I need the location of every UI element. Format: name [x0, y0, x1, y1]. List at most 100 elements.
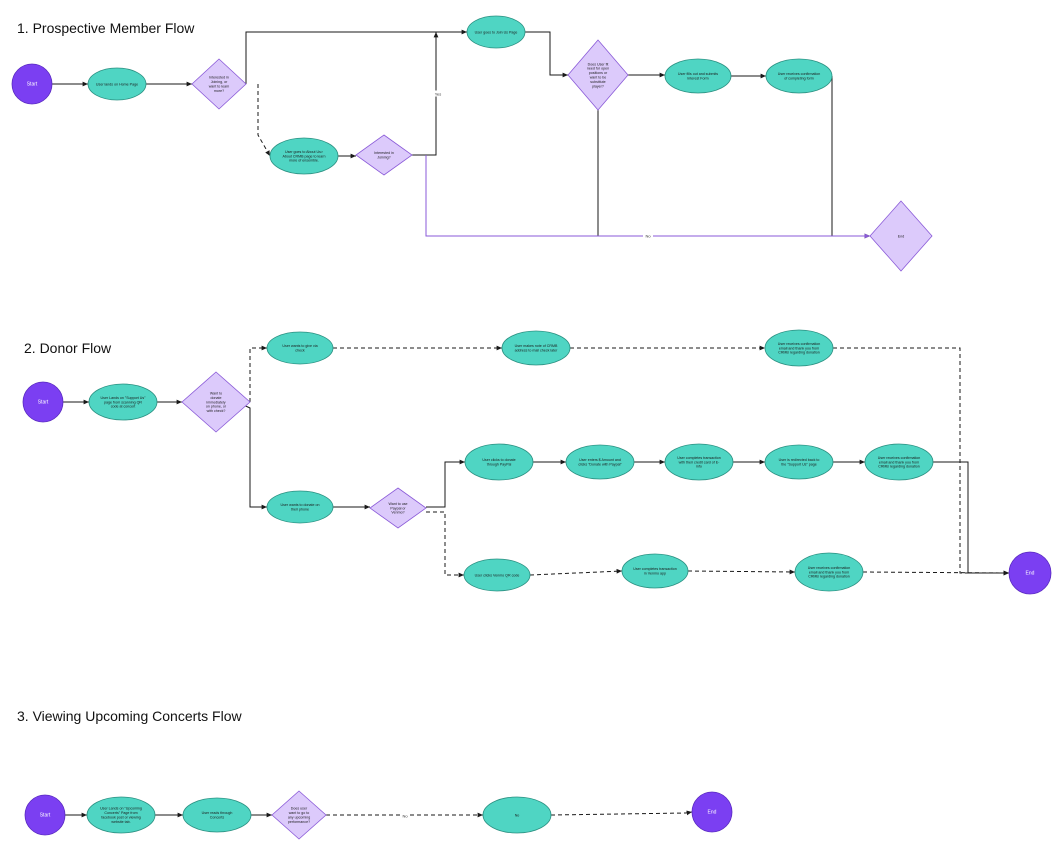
terminal-circle: [691, 791, 733, 833]
terminal-circle: [22, 381, 64, 423]
terminal-circle: [24, 794, 66, 836]
node-text-line: email and thank you from: [879, 460, 919, 464]
node-text-line: User wants to donate on: [281, 503, 320, 507]
connector-f2-d1-to-f2-check: [249, 345, 267, 402]
decision-diamond: [369, 487, 427, 529]
node-text-line: Concerts" Page from: [104, 811, 137, 815]
connector-label: No: [645, 234, 651, 239]
process-ellipse: [86, 796, 156, 834]
connector-f1-d3-to-f1-end: [597, 110, 870, 239]
connector-f2-d2-to-f2-paypal: [426, 459, 465, 508]
node-f1-start: Start: [11, 63, 53, 105]
process-ellipse: [269, 137, 339, 175]
node-text-line: CRMB regarding donation: [808, 575, 850, 579]
process-ellipse: [565, 444, 635, 480]
node-text-line: address to mail check later: [515, 349, 559, 353]
node-text-line: End: [708, 809, 717, 815]
node-text-line: Venmo?: [391, 511, 404, 515]
node-text-line: Does User fit: [588, 62, 609, 66]
node-text-line: any upcoming: [288, 816, 310, 820]
node-text-line: of completing form: [784, 77, 814, 81]
node-text-line: immediately: [206, 400, 225, 404]
node-text-line: Interest Form: [687, 77, 708, 81]
decision-diamond: [271, 790, 327, 840]
decision-diamond: [567, 39, 629, 111]
node-text-line: CRMB regarding donation: [878, 465, 920, 469]
node-text-line: email and thank you from: [809, 570, 849, 574]
node-text-line: User receives confirmation: [778, 342, 821, 346]
connector-f1-confirm-to-f1-end: [831, 76, 870, 239]
node-text-line: Start: [27, 81, 38, 87]
node-f3-end: End: [691, 791, 733, 833]
node-text-line: User clicks to donate: [482, 458, 515, 462]
node-text-line: substitute: [590, 80, 605, 84]
node-text-line: User wants to give via: [282, 344, 317, 348]
node-text-line: their phone: [291, 508, 309, 512]
node-f3-no: No: [482, 796, 552, 834]
connector-f1-d2-to-f1-end: [425, 155, 870, 239]
node-text-line: with their credit card of E-: [679, 460, 721, 464]
node-f2-support: User Lands on "Support Us"page from scan…: [88, 383, 158, 421]
node-text-line: code at concert: [111, 405, 136, 409]
connector-f2-d1-to-f2-phone: [236, 401, 267, 510]
node-text-line: donate: [211, 396, 222, 400]
nodes-layer: Start User lands on Home Page Interested i…: [11, 15, 1052, 840]
connector-f2-venmoapp-to-f2-vconfirm: [687, 569, 796, 575]
node-text-line: User goes to About Us>: [285, 150, 323, 154]
node-text-line: Want to use: [388, 502, 407, 506]
connector-label: No: [402, 814, 408, 819]
process-ellipse: [466, 15, 526, 49]
node-f1-home: User lands on Home Page: [87, 67, 147, 101]
node-text-line: in Venmo app: [644, 572, 666, 576]
node-f2-start: Start: [22, 381, 64, 423]
process-ellipse: [664, 58, 732, 94]
node-f2-end: End: [1008, 551, 1052, 595]
node-text-line: No: [515, 813, 520, 817]
node-text-line: Interested in: [209, 76, 229, 80]
node-text-line: Paypal or: [390, 506, 406, 510]
node-text-line: User is redirected back to: [779, 458, 820, 462]
connector-label: Yes: [435, 92, 442, 97]
process-ellipse: [764, 444, 834, 480]
node-text-line: through PayPal: [487, 463, 512, 467]
connector-f1-d1-to-f1-about: [257, 84, 271, 157]
node-text-line: User completes transaction: [633, 567, 677, 571]
process-ellipse: [464, 443, 534, 481]
process-ellipse: [463, 558, 531, 592]
process-ellipse: [664, 443, 734, 481]
node-text-line: User receives confirmation: [778, 72, 821, 76]
terminal-circle: [1008, 551, 1052, 595]
flow-title-donor: 2. Donor Flow: [24, 340, 112, 356]
node-text-line: Want to: [210, 392, 222, 396]
node-text-line: email and thank you from: [779, 346, 819, 350]
connector-f1-d2-to-f1-join: [412, 32, 439, 156]
node-text-line: with check?: [207, 409, 226, 413]
flow-title-viewing-concerts: 3. Viewing Upcoming Concerts Flow: [17, 708, 243, 724]
connector-label-background: [400, 812, 410, 819]
process-ellipse: [182, 797, 252, 833]
node-text-line: on phone, or: [206, 405, 227, 409]
process-ellipse: [864, 443, 934, 481]
node-text-line: Start: [40, 812, 51, 818]
connector-f2-checkconfirm-to-f2-end: [833, 347, 1009, 576]
node-text-line: End: [898, 234, 904, 238]
node-text-line: User completes transaction: [677, 456, 721, 460]
connector-f2-d2-to-f2-venmo: [426, 511, 464, 578]
node-text-line: want to learn: [209, 85, 230, 89]
node-f2-venmo: User clicks Venmo QR code: [463, 558, 531, 592]
process-ellipse: [87, 67, 147, 101]
